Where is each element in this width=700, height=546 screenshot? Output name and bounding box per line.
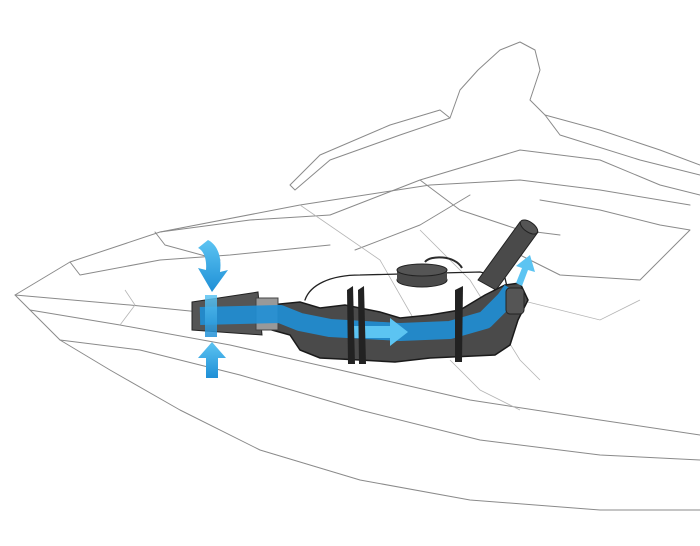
hull-outline bbox=[14, 179, 700, 511]
vent-tube bbox=[477, 219, 539, 291]
airflow-path bbox=[198, 240, 535, 378]
airflow-arrow-down-icon bbox=[198, 240, 228, 292]
airflow-arrow-right-icon bbox=[350, 318, 408, 346]
air-box-body bbox=[269, 282, 529, 363]
outlet-coupler bbox=[505, 287, 525, 315]
filler-cap bbox=[396, 256, 463, 288]
airflow-arrow-outlet-icon bbox=[516, 255, 535, 286]
airflow-arrow-up-icon bbox=[198, 342, 226, 378]
mounting-straps bbox=[347, 286, 463, 364]
